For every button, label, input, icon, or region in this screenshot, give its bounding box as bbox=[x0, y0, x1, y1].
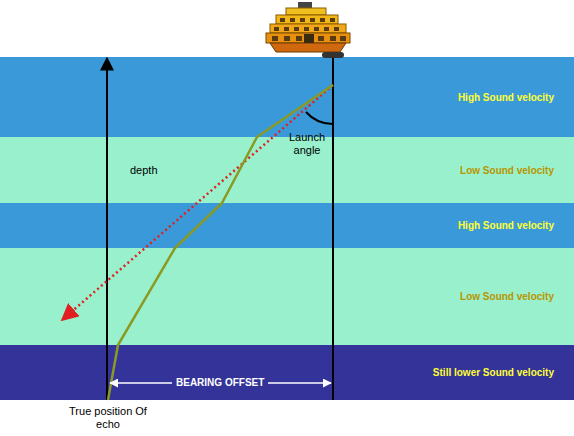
axis-label: depth bbox=[130, 164, 158, 177]
velocity-layer: Still lower Sound velocity bbox=[0, 345, 574, 400]
velocity-layer: Low Sound velocity bbox=[0, 137, 574, 203]
layer-label: High Sound velocity bbox=[458, 92, 554, 103]
vertical-line bbox=[332, 50, 334, 400]
echo-label: True position Of echo bbox=[68, 405, 148, 430]
ferry-ship bbox=[0, 0, 574, 60]
depth-arrow bbox=[106, 58, 108, 400]
layer-label: High Sound velocity bbox=[458, 220, 554, 231]
straight-ray bbox=[62, 85, 333, 320]
offset-label: BEARING OFFSET bbox=[172, 377, 268, 389]
angle-label: Launch angle bbox=[287, 131, 327, 156]
launch-angle-arc bbox=[306, 112, 333, 124]
velocity-layer: High Sound velocity bbox=[0, 203, 574, 248]
layer-label: Low Sound velocity bbox=[460, 291, 554, 302]
layer-label: Low Sound velocity bbox=[460, 165, 554, 176]
layer-label: Still lower Sound velocity bbox=[433, 367, 554, 378]
velocity-layer: Low Sound velocity bbox=[0, 248, 574, 345]
refracted-ray bbox=[108, 85, 333, 400]
